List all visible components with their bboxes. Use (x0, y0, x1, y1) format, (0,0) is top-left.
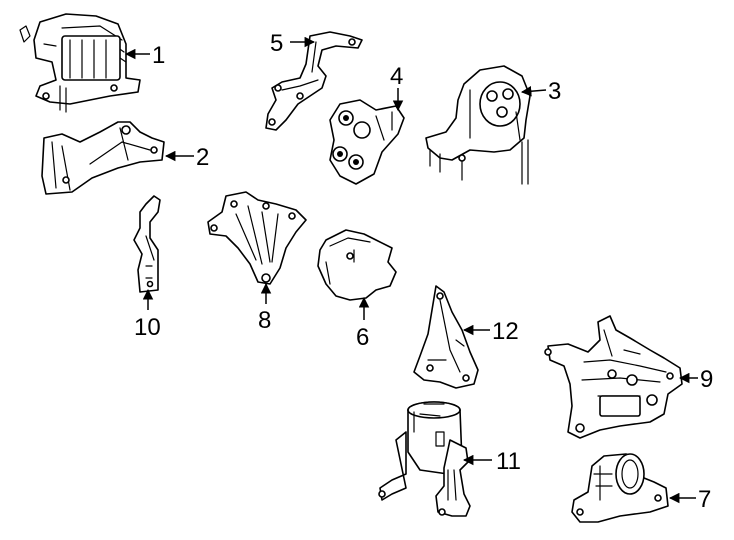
callout-7: 7 (698, 486, 711, 513)
callout-2: 2 (196, 144, 209, 171)
callout-6: 6 (356, 324, 369, 351)
leader-lines (124, 36, 698, 504)
callout-1: 1 (152, 42, 165, 69)
part-10-hook-bracket (133, 195, 161, 293)
part-1-engine-mount (19, 13, 141, 113)
part-2-bracket (41, 121, 165, 195)
callout-12: 12 (492, 318, 519, 345)
part-11-cylinder-mount (378, 401, 471, 517)
leader-3 (520, 85, 547, 97)
callout-8: 8 (258, 307, 271, 334)
part-6-cover (317, 229, 397, 301)
part-9-bracket (544, 315, 683, 439)
part-12-gusset (413, 285, 479, 389)
part-5-bracket (265, 31, 363, 131)
callout-10: 10 (134, 314, 161, 341)
callout-4: 4 (390, 63, 403, 90)
callout-5: 5 (270, 30, 283, 57)
part-3-round-mount (425, 65, 531, 185)
part-8-bracket (207, 191, 307, 285)
part-7-mount (571, 453, 669, 523)
callout-9: 9 (700, 366, 713, 393)
callout-3: 3 (548, 78, 561, 105)
callout-11: 11 (496, 448, 521, 475)
part-4-mount (329, 99, 405, 185)
callout-labels: 1 2 3 4 5 6 7 8 9 10 11 12 (134, 30, 713, 513)
